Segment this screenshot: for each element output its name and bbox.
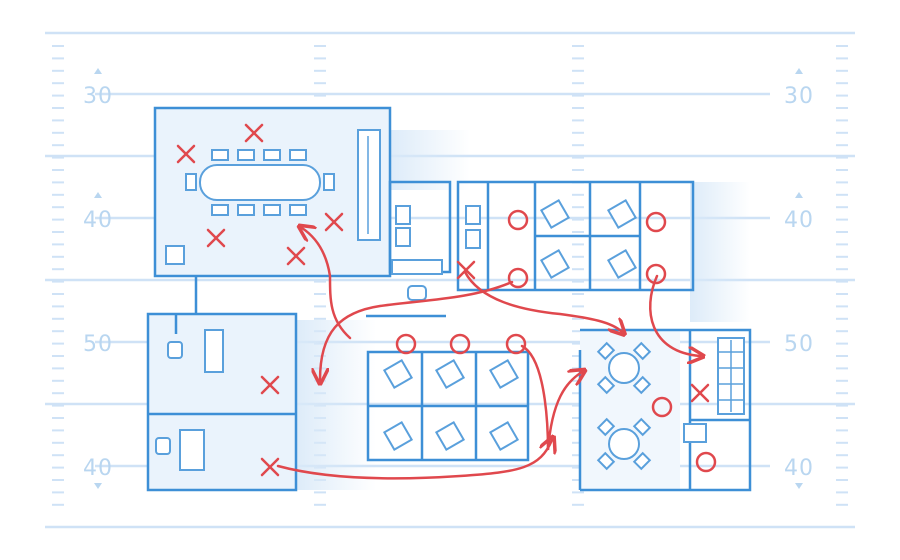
chair-icon: [465, 229, 481, 249]
lounge-area: [388, 180, 452, 301]
yard-arrow-icon: [94, 68, 102, 74]
yard-arrow-icon: [795, 68, 803, 74]
route-arrow-icon: [320, 280, 514, 380]
chair-icon: [539, 198, 571, 230]
cabinet-icon: [683, 423, 707, 443]
chair-icon: [465, 205, 481, 225]
cubicle-block-wall: [456, 180, 695, 292]
chair-icon: [632, 375, 652, 395]
chair-icon: [632, 341, 652, 361]
route-arrow-icon: [520, 344, 582, 451]
circle-mark-icon: [505, 333, 527, 355]
chair-icon: [632, 417, 652, 437]
chair-icon: [167, 341, 183, 359]
yard-number-30-left: 30: [83, 84, 113, 109]
chair-icon: [606, 248, 638, 280]
chair-icon: [539, 248, 571, 280]
yard-number-40-right-lower: 40: [784, 456, 814, 481]
yard-number-30-right: 30: [784, 84, 814, 109]
route-arrow-icon: [276, 440, 552, 480]
yard-arrow-icon: [94, 483, 102, 489]
chair-icon: [434, 420, 466, 452]
yard-number-50-right: 50: [784, 332, 814, 357]
chair-icon: [488, 420, 520, 452]
desk-icon: [204, 329, 224, 373]
conference-table: [185, 149, 335, 216]
chair-icon: [237, 149, 255, 161]
circle-mark-icon: [651, 396, 673, 418]
chair-icon: [488, 358, 520, 390]
chair-icon: [434, 358, 466, 390]
chair-icon: [407, 285, 427, 301]
yard-numbers: 30 30 40 40 50 50 40 40: [83, 68, 814, 489]
conference-table-top: [199, 164, 321, 201]
left-offices: [146, 312, 298, 492]
x-mark-icon: [244, 123, 264, 143]
yard-arrow-icon: [94, 192, 102, 198]
whiteboard-shelf-icon: [357, 129, 381, 241]
yard-number-40-right: 40: [784, 208, 814, 233]
x-mark-icon: [176, 144, 196, 164]
yard-number-40-left-lower: 40: [83, 456, 113, 481]
circle-mark-icon: [449, 333, 471, 355]
chair-icon: [237, 204, 255, 216]
circle-mark-icon: [645, 263, 667, 285]
x-mark-icon: [260, 457, 280, 477]
circle-mark-icon: [395, 333, 417, 355]
chair-icon: [185, 173, 197, 191]
circle-mark-icon: [645, 211, 667, 233]
yard-arrow-icon: [795, 192, 803, 198]
top-cubicle-block: [456, 180, 695, 292]
chair-icon: [395, 227, 411, 247]
chair-icon: [263, 149, 281, 161]
chair-icon: [155, 437, 171, 455]
desk-icon: [179, 429, 205, 471]
route-arrows: [276, 228, 700, 480]
bench-icon: [391, 259, 443, 275]
direction-arrows: [94, 68, 803, 489]
chair-icon: [606, 198, 638, 230]
chair-icon: [211, 149, 229, 161]
x-mark-icon: [456, 260, 476, 280]
chair-icon: [289, 204, 307, 216]
route-arrow-icon: [649, 274, 700, 356]
o-marks: [395, 209, 717, 473]
floor-plan: [146, 106, 752, 492]
circle-mark-icon: [695, 451, 717, 473]
chair-icon: [596, 375, 616, 395]
chair-icon: [382, 358, 414, 390]
yard-number-50-left: 50: [83, 332, 113, 357]
chair-icon: [263, 204, 281, 216]
x-mark-icon: [206, 228, 226, 248]
round-table-icon: [608, 428, 640, 460]
chair-icon: [395, 205, 411, 225]
chair-icon: [211, 204, 229, 216]
plant-box-icon: [165, 245, 185, 265]
chair-icon: [596, 417, 616, 437]
x-mark-icon: [286, 246, 306, 266]
break-area: [578, 328, 752, 492]
x-mark-icon: [324, 212, 344, 232]
round-table-icon: [608, 352, 640, 384]
bottom-cubicle-block: [366, 350, 530, 462]
x-mark-icon: [260, 375, 280, 395]
chair-icon: [382, 420, 414, 452]
office-wall: [146, 312, 298, 492]
yard-number-40-left: 40: [83, 208, 113, 233]
play-marks: [176, 123, 717, 480]
route-arrow-icon: [302, 228, 352, 340]
chair-icon: [596, 341, 616, 361]
chair-icon: [289, 149, 307, 161]
route-arrow-icon: [463, 270, 622, 332]
circle-mark-icon: [507, 209, 529, 231]
yard-arrow-icon: [795, 483, 803, 489]
chair-icon: [323, 173, 335, 191]
chair-icon: [632, 451, 652, 471]
x-mark-icon: [690, 383, 710, 403]
x-marks: [176, 123, 710, 477]
circle-mark-icon: [507, 267, 529, 289]
chair-icon: [596, 451, 616, 471]
